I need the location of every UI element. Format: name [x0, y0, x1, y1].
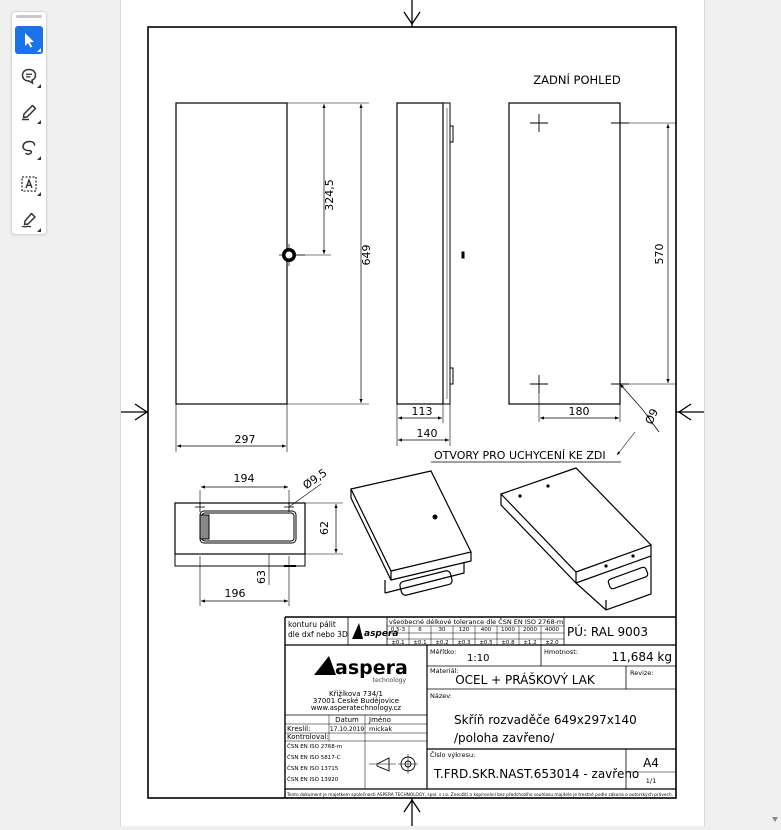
tolerance-range: 400	[481, 627, 492, 633]
annotation-toolbar	[11, 11, 47, 235]
tolerance-range: 0,5-3	[391, 627, 406, 633]
text-select-tool-button[interactable]	[15, 170, 43, 198]
toolbar-drag-handle[interactable]	[16, 15, 42, 18]
drew-name: mickak	[369, 725, 392, 733]
tolerance-value: ±0.5	[479, 640, 493, 646]
svg-text:aspera: aspera	[364, 629, 399, 639]
surface-finish: PÚ: RAL 9003	[567, 624, 648, 639]
tolerance-value: ±2.0	[545, 640, 559, 646]
dim-top-depth: 62	[318, 521, 331, 535]
freehand-lasso-icon	[22, 140, 36, 155]
dim-hole-diameter: Ø9	[643, 407, 661, 427]
dim-side-depth: 113	[412, 405, 433, 418]
sign-tool-button[interactable]	[15, 206, 43, 234]
tolerance-range: 30	[439, 627, 446, 633]
standard-item: ČSN EN ISO 13920	[287, 776, 339, 783]
sheet-number: 1/1	[646, 777, 656, 785]
tolerance-value: ±0.8	[501, 640, 515, 646]
dim-front-height: 649	[360, 245, 373, 266]
isometric-rear	[499, 467, 653, 611]
highlight-tool-button[interactable]	[15, 98, 43, 126]
checked-label: Kontroloval:	[287, 733, 329, 741]
isometric-front	[350, 470, 472, 596]
dim-top-small: 63	[255, 570, 268, 584]
small-logo: aspera	[352, 623, 399, 639]
column-date-header: Datum	[335, 716, 359, 724]
tolerance-range: 120	[459, 627, 470, 633]
dim-front-half: 324,5	[323, 179, 336, 211]
pdf-page: 324,5 649 297 113 140 ZADNÍ POHLED	[120, 0, 705, 826]
drawing-number: T.FRD.SKR.NAST.653014 - zavřeno	[433, 767, 639, 781]
mass-label: Hmotnost:	[544, 648, 578, 656]
tolerance-value: ±0.1	[413, 640, 426, 646]
ownership-footer: Tento dokument je majetkem společnosti A…	[286, 792, 673, 797]
column-name-header: Jméno	[368, 716, 391, 724]
tolerance-range: 6	[418, 627, 422, 633]
aspera-logo: aspera technology	[314, 656, 408, 684]
tolerance-value: ±1.2	[523, 640, 536, 646]
material-label: Materiál:	[430, 667, 459, 675]
name-label: Název:	[430, 692, 452, 700]
standard-item: ČSN EN ISO 2768-m	[287, 743, 342, 750]
tolerance-value: ±0.1	[391, 640, 404, 646]
revision-label: Revize:	[630, 669, 653, 677]
standard-item: ČSN EN ISO 5817-C	[287, 754, 341, 761]
dim-rear-vertical: 570	[653, 244, 666, 265]
svg-text:technology: technology	[373, 677, 407, 684]
paper-format: A4	[643, 756, 659, 770]
standard-item: ČSN EN ISO 13715	[287, 765, 339, 772]
tolerance-value: ±0.3	[457, 640, 471, 646]
cut-note-line-1: konturu pálit	[288, 620, 336, 629]
dim-front-width: 297	[235, 433, 256, 446]
tolerance-range: 2000	[523, 627, 537, 633]
svg-text:aspera: aspera	[335, 657, 408, 679]
projection-symbol	[369, 754, 418, 774]
drew-label: Kreslil:	[287, 725, 310, 733]
scale-value: 1:10	[467, 653, 489, 664]
cursor-arrow-icon	[25, 33, 34, 48]
address-line-2: 37001 České Budějovice	[313, 696, 399, 705]
material-value: OCEL + PRÁŠKOVÝ LAK	[455, 672, 596, 687]
rear-view-label: ZADNÍ POHLED	[533, 72, 621, 87]
mounting-holes-note: OTVORY PRO UCHYCENÍ KE ZDI	[434, 449, 606, 462]
text-box-icon	[21, 176, 37, 192]
address-line-3: www.asperatechnology.cz	[311, 704, 402, 712]
scale-label: Měřítko:	[430, 648, 456, 656]
pen-highlight-icon	[22, 104, 37, 121]
dim-side-total: 140	[417, 427, 438, 440]
tolerance-title: všeobecné délkové tolerance dle ČSN EN I…	[389, 617, 563, 626]
cut-note-line-2: dle dxf nebo 3D	[288, 630, 348, 639]
select-tool-button[interactable]	[15, 26, 43, 54]
dim-top-width-lower: 196	[225, 587, 246, 600]
mass-value: 11,684 kg	[612, 650, 672, 664]
drawing-name-line-1: Skříň rozvaděče 649x297x140	[454, 713, 637, 727]
dim-rear-horizontal: 180	[569, 405, 590, 418]
number-label: Číslo výkresu:	[430, 750, 475, 759]
vertical-scrollbar[interactable]	[769, 0, 781, 826]
title-block	[284, 616, 676, 798]
comment-bubble-icon	[21, 68, 37, 85]
technical-drawing: 324,5 649 297 113 140 ZADNÍ POHLED	[121, 0, 704, 826]
drawing-name-line-2: /poloha zavřeno/	[454, 731, 555, 745]
draw-tool-button[interactable]	[15, 134, 43, 162]
scroll-down-arrow-icon[interactable]	[772, 817, 778, 822]
tolerance-range: 4000	[545, 627, 559, 633]
tolerance-value: ±0.2	[435, 640, 448, 646]
signature-pen-icon	[21, 212, 36, 228]
dim-top-width-upper: 194	[234, 472, 255, 485]
address-line-1: Křižíkova 734/1	[329, 690, 383, 698]
drew-date: 17.10.2019	[330, 726, 365, 733]
comment-tool-button[interactable]	[15, 62, 43, 90]
tolerance-range: 1000	[501, 627, 515, 633]
